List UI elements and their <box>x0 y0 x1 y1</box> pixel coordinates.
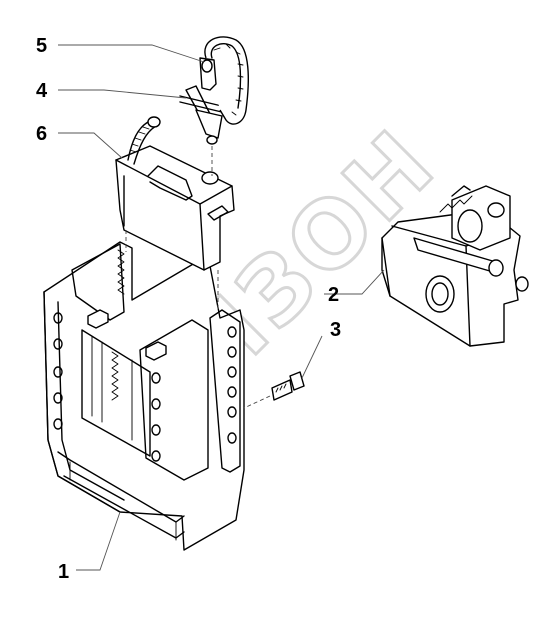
callout-6: 6 <box>36 123 47 145</box>
leader-lines <box>58 44 385 571</box>
leader-5 <box>58 44 205 63</box>
assembly-lines <box>125 146 271 409</box>
callout-labels: 5 4 6 2 3 1 <box>36 35 341 583</box>
leader-1 <box>76 511 121 571</box>
part-3-bolt <box>271 371 305 401</box>
part-2-hitch-hook <box>381 185 529 347</box>
part-6-ratchet-block <box>115 116 235 271</box>
leader-4 <box>58 89 187 99</box>
part-1-hitch-frame <box>43 241 245 551</box>
callout-2: 2 <box>328 284 339 306</box>
part-4-locking-pin <box>179 85 231 145</box>
callout-5: 5 <box>36 35 47 57</box>
leader-2 <box>324 269 385 295</box>
callout-1: 1 <box>58 561 69 583</box>
part-5-handle <box>199 36 249 125</box>
leader-6 <box>58 132 123 159</box>
leader-3 <box>301 335 323 379</box>
callout-4: 4 <box>36 80 48 102</box>
callout-3: 3 <box>330 319 341 341</box>
